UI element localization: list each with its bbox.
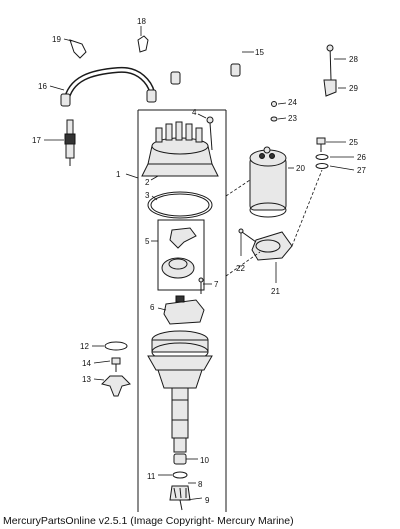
spark-plug-wire-harness[interactable]	[49, 66, 157, 107]
callout-1: 1	[116, 170, 121, 179]
ground-strap[interactable]	[326, 44, 346, 81]
spark-plug[interactable]	[44, 119, 76, 166]
ignition-coil[interactable]	[249, 146, 294, 218]
callout-28: 28	[349, 55, 358, 64]
callout-19: 19	[52, 35, 61, 44]
callout-3: 3	[145, 191, 150, 200]
coil-bracket[interactable]	[251, 231, 293, 283]
callout-15: 15	[255, 48, 264, 57]
callout-24: 24	[288, 98, 297, 107]
callout-29: 29	[349, 84, 358, 93]
cap-gasket[interactable]	[147, 191, 213, 219]
wire-retainer[interactable]	[63, 38, 87, 59]
assembly-relation-lines	[225, 169, 323, 277]
callout-18: 18	[137, 17, 146, 26]
callout-26: 26	[357, 153, 366, 162]
callout-labels: 1 2 3 4 5 6 7 8 9 10 11 12 13 14 15 16 1…	[32, 17, 366, 505]
callout-17: 17	[32, 136, 41, 145]
housing-o-ring[interactable]	[92, 341, 128, 351]
module-screw[interactable]	[198, 277, 212, 294]
callout-25: 25	[349, 138, 358, 147]
drive-gear[interactable]	[169, 482, 196, 501]
callout-27: 27	[357, 166, 366, 175]
hold-down-clamp[interactable]	[93, 375, 131, 397]
callout-6: 6	[150, 303, 155, 312]
lock-washer[interactable]	[315, 154, 354, 160]
callout-10: 10	[200, 456, 209, 465]
callout-16: 16	[38, 82, 47, 91]
hold-down-screw[interactable]	[93, 357, 121, 372]
spark-plug-wire-long[interactable]	[170, 31, 254, 85]
shaft-bushing[interactable]	[173, 453, 198, 465]
ground-clamp[interactable]	[323, 79, 346, 97]
bracket-screw[interactable]	[238, 228, 257, 256]
callout-4: 4	[192, 108, 197, 117]
callout-9: 9	[205, 496, 210, 505]
distributor-cap[interactable]	[141, 121, 219, 181]
callout-12: 12	[80, 342, 89, 351]
copyright-footer: MercuryPartsOnline v2.5.1 (Image Copyrig…	[3, 515, 294, 527]
callout-13: 13	[82, 375, 91, 384]
flat-washer[interactable]	[315, 163, 355, 171]
callout-7: 7	[214, 280, 219, 289]
callout-8: 8	[198, 480, 203, 489]
cap-screw[interactable]	[197, 113, 214, 151]
callout-5: 5	[145, 237, 150, 246]
callout-14: 14	[82, 359, 91, 368]
coil-mount-screw[interactable]	[316, 137, 346, 152]
wire-clip[interactable]	[137, 26, 149, 53]
callout-2: 2	[145, 178, 150, 187]
distributor-group-frame	[125, 109, 227, 512]
callout-22: 22	[236, 264, 245, 273]
callout-11: 11	[147, 472, 156, 481]
roll-pin[interactable]	[179, 497, 203, 511]
callout-23: 23	[288, 114, 297, 123]
coil-washer[interactable]	[270, 116, 287, 122]
rotor-assembly[interactable]	[151, 219, 205, 291]
coil-nut[interactable]	[271, 101, 287, 107]
shaft-washer[interactable]	[158, 471, 188, 479]
distributor-housing[interactable]	[147, 330, 213, 453]
ignition-module[interactable]	[157, 295, 205, 325]
callout-21: 21	[271, 287, 280, 296]
callout-20: 20	[296, 164, 305, 173]
